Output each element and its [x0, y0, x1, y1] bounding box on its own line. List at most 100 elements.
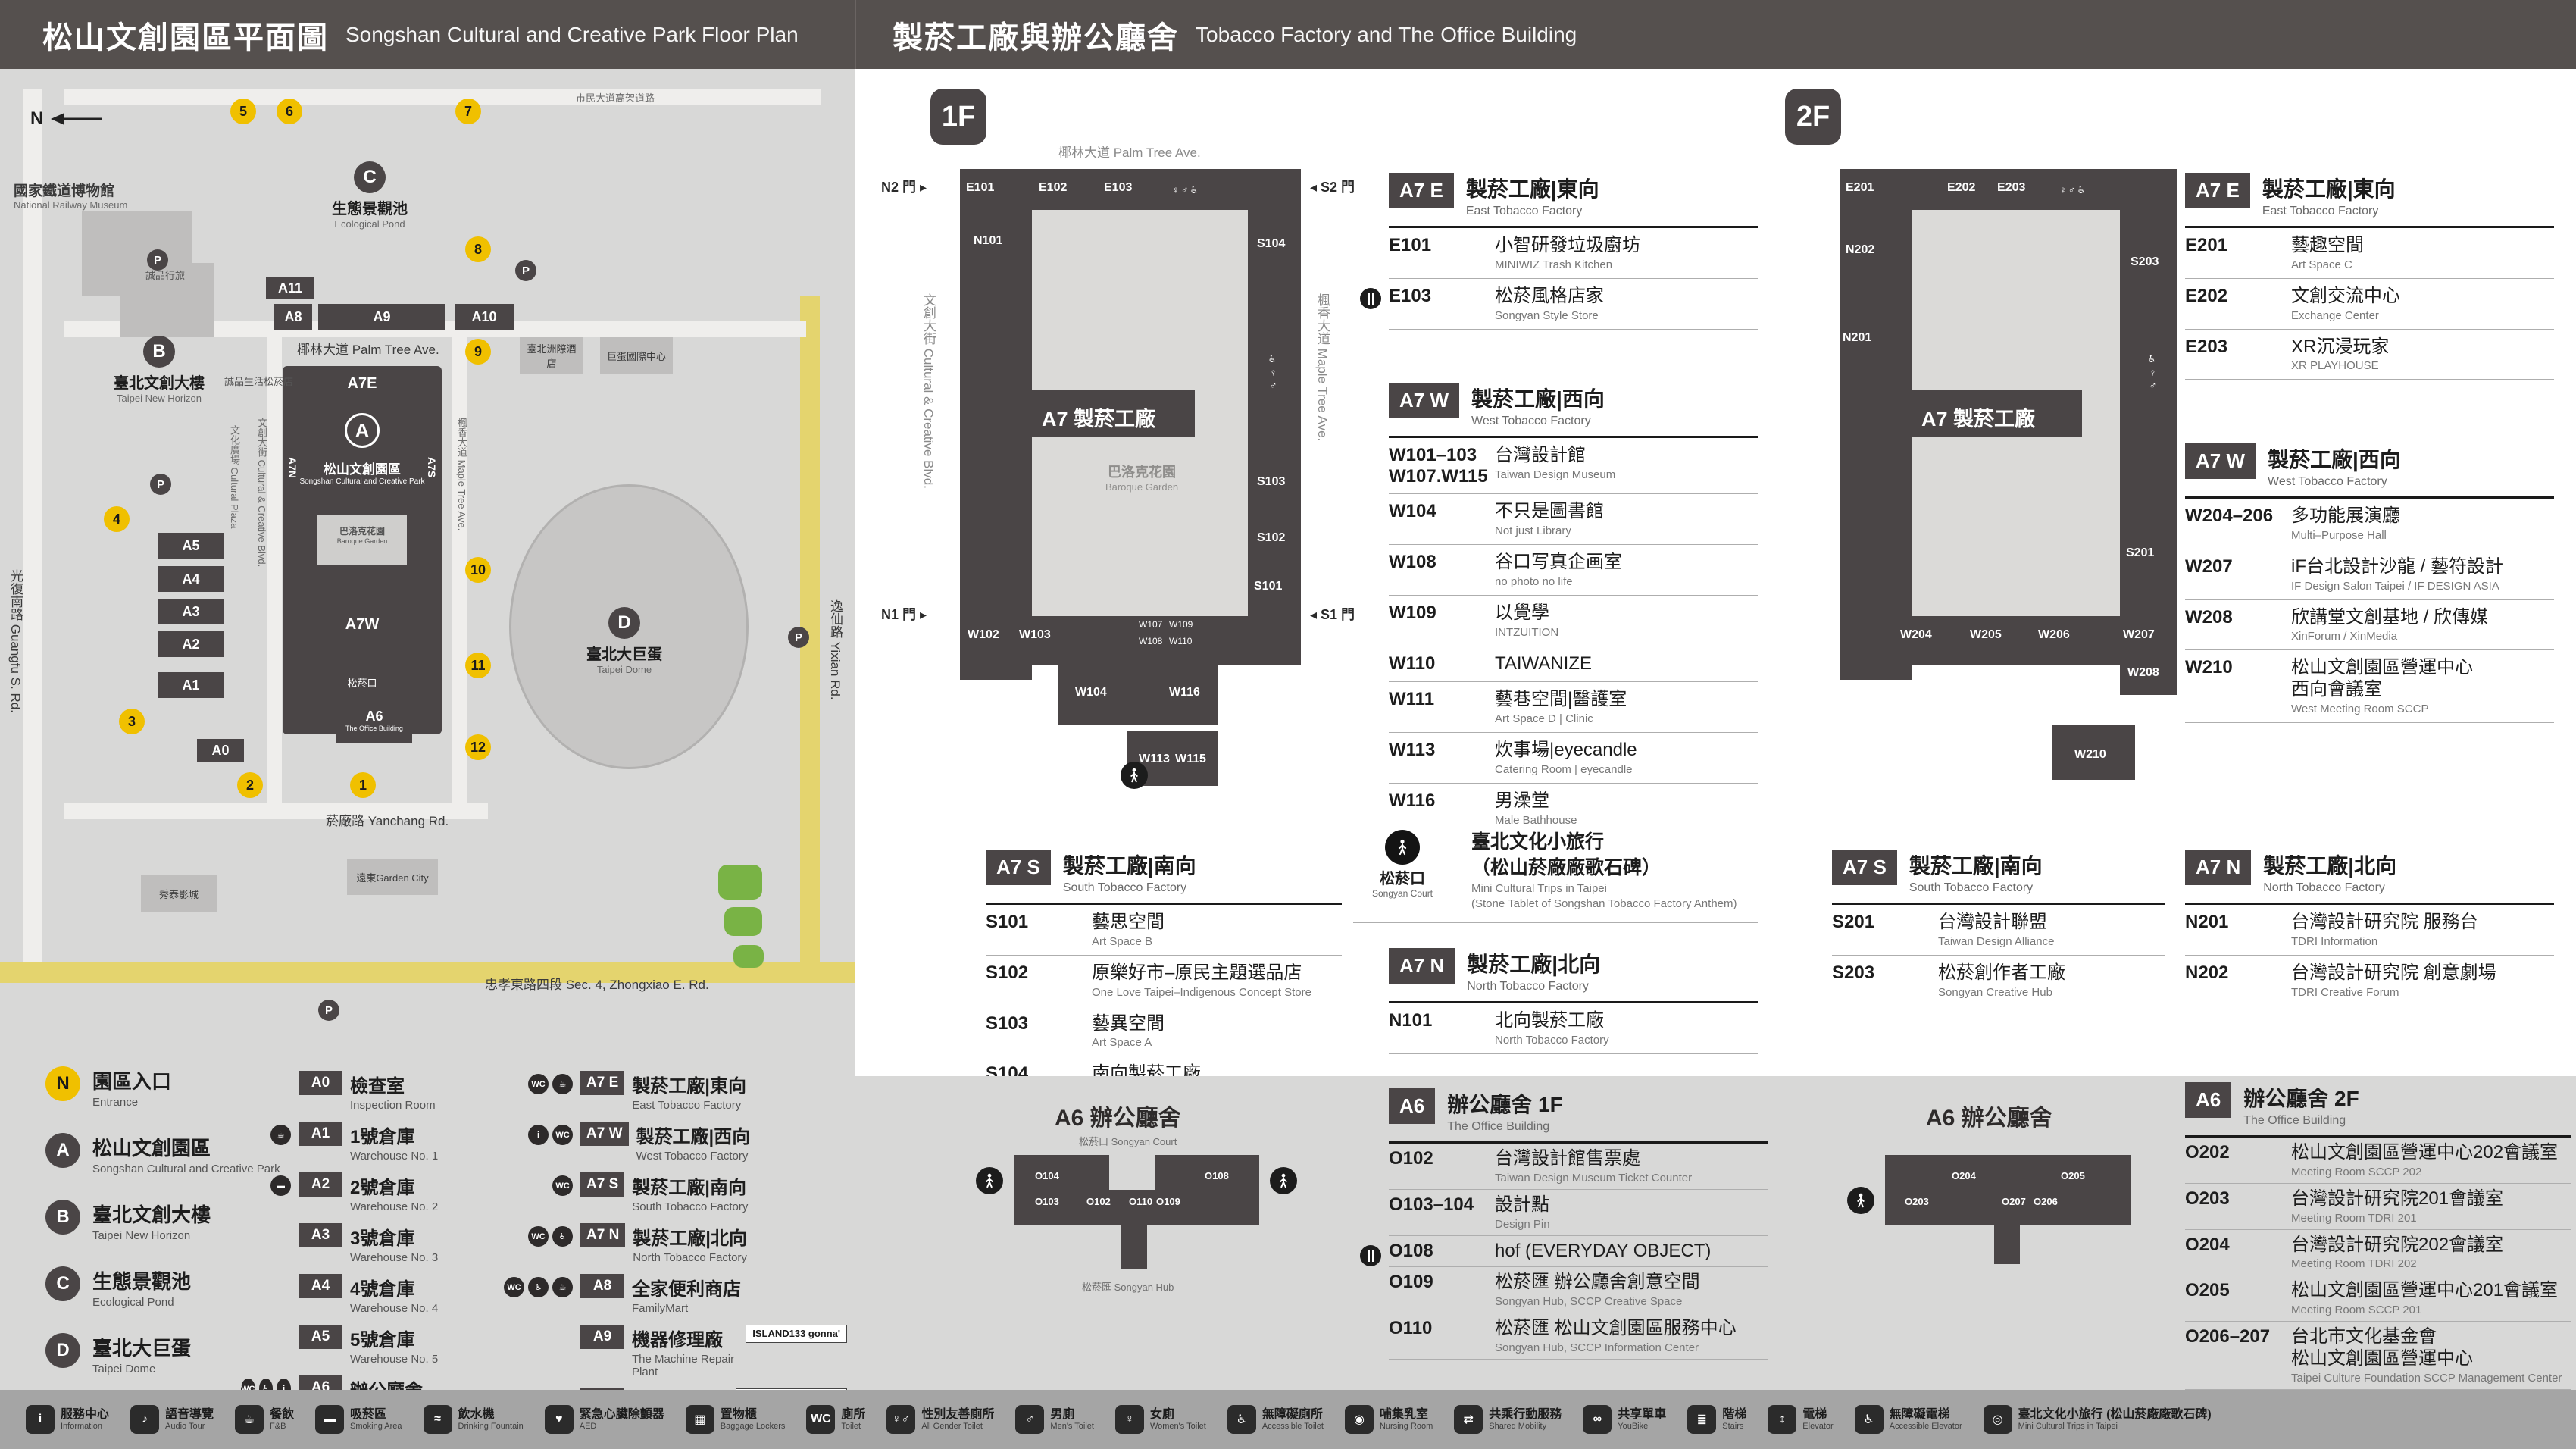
legend-code-badge: A6: [299, 1375, 342, 1390]
entrance-marker: 9: [465, 339, 491, 365]
legend-code-badge: A1: [299, 1122, 342, 1146]
section-code-badge: A7 N: [2185, 850, 2252, 885]
facility-icon: ♀♂: [886, 1405, 916, 1434]
road-left: [23, 89, 42, 968]
room-label: ♿♀♂: [2147, 354, 2159, 393]
legend-code-badge: A7 S: [580, 1172, 625, 1197]
room-label: W104: [1075, 686, 1107, 699]
map-building-block: A8: [274, 304, 312, 330]
legend-factory-item: ☕ A10 鍋爐房Boiler Room 豆留文青 CAMA COFFEE RO…: [497, 1388, 847, 1390]
room-label: E102: [1039, 181, 1068, 194]
left-title-zh: 松山文創園區平面圖: [42, 20, 329, 55]
facility-icon: ↕: [1768, 1405, 1797, 1434]
entrance-marker: 6: [277, 99, 302, 124]
right-title-en: Tobacco Factory and The Office Building: [1196, 22, 1577, 46]
map-building-block: A5: [158, 533, 224, 559]
tenant-note: 豆留文青 CAMA COFFEE ROASTERS: [735, 1388, 847, 1390]
map-label: 菸廠路 Yanchang Rd.: [326, 814, 449, 828]
facility-icon: ♿: [552, 1226, 573, 1247]
left-title-en: Songshan Cultural and Creative Park Floo…: [345, 22, 799, 46]
map-label: 市民大道高架道路: [576, 92, 655, 104]
room-label: W107: [1139, 619, 1163, 630]
map-a7s-label: A7S: [426, 457, 438, 478]
songyan-court-person-icon: [1121, 762, 1148, 789]
facility-icon: WC: [240, 1379, 255, 1390]
facility-icon: WC: [806, 1405, 836, 1434]
entrance-marker: 2: [237, 772, 263, 798]
map-label: 誠品行旅: [145, 270, 186, 281]
facility-icon: ♿: [258, 1379, 274, 1390]
a6-2f-plan-title: A6 辦公廳舍: [1926, 1106, 2052, 1131]
map-gray-building: 臺北洲際酒店: [520, 337, 583, 374]
entrance-marker: 11: [465, 653, 491, 678]
room-label: W103: [1019, 628, 1051, 641]
facility-icon: ☕: [235, 1405, 264, 1434]
facility-icon: WC: [552, 1175, 573, 1196]
map-green-area: [718, 865, 762, 900]
map-sccp-zh: 松山文創園區: [324, 462, 401, 477]
gate-label: N1 門 ▸: [881, 607, 927, 622]
facility-icon: i: [277, 1379, 291, 1390]
letter-pin-en: Taipei Dome: [596, 664, 652, 675]
facility-icon: ▬: [270, 1175, 291, 1196]
a6-1f-stub: [1121, 1225, 1147, 1269]
facility-icon: ≈: [423, 1405, 452, 1434]
entrance-marker: 1: [350, 772, 376, 798]
gate-label: ◂ S1 門: [1310, 607, 1355, 622]
facility-icon: ▦: [685, 1405, 714, 1434]
floor-2f-badge: 2F: [1785, 89, 1841, 145]
legend-code-badge: A7 W: [580, 1122, 629, 1146]
map-a7-complex: A7E A 松山文創園區 Songshan Cultural and Creat…: [283, 366, 442, 734]
map-a6-code: A6: [365, 709, 383, 724]
room-label: W109: [1169, 619, 1193, 630]
baroque-en: Baroque Garden: [336, 537, 388, 545]
map-a7n-label: A7N: [286, 457, 299, 479]
section-code-badge: A7 E: [1389, 173, 1454, 208]
wing-north-2f: [1840, 169, 1912, 680]
wing-south-1f: [1248, 169, 1301, 619]
facility-icon: ⇄: [1454, 1405, 1483, 1434]
legend-icons: WC ☕: [497, 1071, 573, 1094]
map-label: 文化廣場 Cultural Plaza: [229, 425, 240, 529]
room-label: O206: [2034, 1196, 2058, 1207]
wing-west-1f: [960, 616, 1301, 665]
facility-icon: WC: [504, 1277, 524, 1297]
map-label: 國家鐵道博物館: [14, 183, 115, 199]
map-gray-building: 巨蛋國際中心: [600, 337, 673, 374]
room-label: ♀♂♿: [2059, 184, 2088, 196]
room-label: W205: [1970, 628, 2002, 641]
legend-code-badge: A0: [299, 1071, 342, 1095]
map-a6-en: The Office Building: [345, 724, 403, 732]
facility-icon: i: [528, 1125, 549, 1145]
room-label: W206: [2038, 628, 2070, 641]
annex2-2f: [2052, 725, 2135, 780]
room-label: W207: [2123, 628, 2155, 641]
section-code-badge: A7 N: [1389, 948, 1455, 984]
map-sccp-en: Songshan Cultural and Creative Park: [299, 477, 425, 486]
map-building-block: A0: [197, 739, 244, 762]
